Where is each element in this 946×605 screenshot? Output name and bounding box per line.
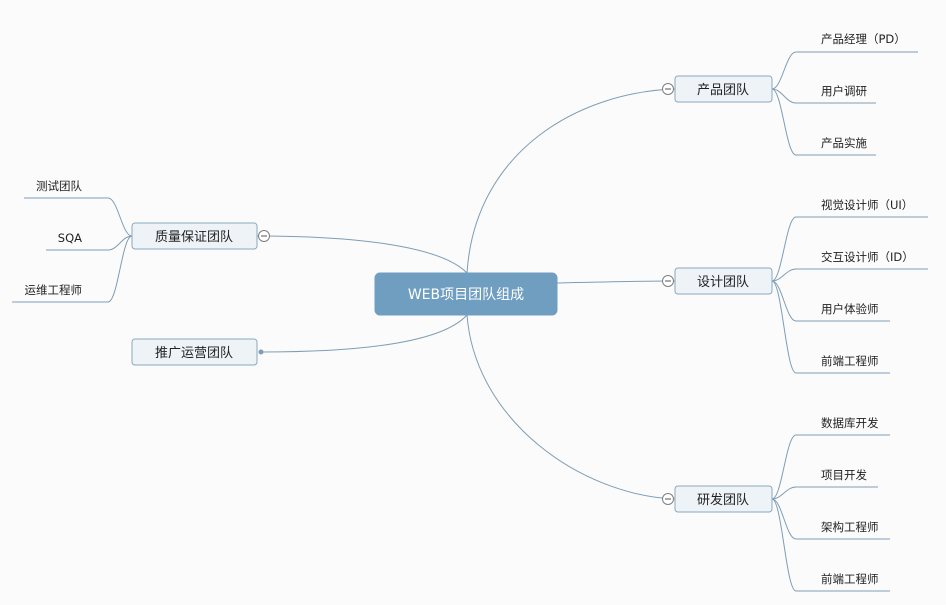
- connector-central-to-design: [556, 280, 676, 284]
- branch-qa-label: 质量保证团队: [155, 230, 233, 245]
- branch-product-label: 产品团队: [697, 83, 749, 98]
- leaf-connector: [771, 88, 876, 104]
- branch-ops-label: 推广运营团队: [155, 346, 233, 361]
- collapse-toggle-design[interactable]: [662, 275, 674, 287]
- branch-dev-label: 研发团队: [697, 492, 749, 508]
- branch-design-label: 设计团队: [697, 275, 749, 290]
- branch-product[interactable]: 产品团队: [674, 75, 773, 103]
- dev-leaf-connectors: [771, 434, 890, 592]
- connector-central-to-ops: [260, 314, 468, 353]
- leaf-product-manager[interactable]: 产品经理（PD）: [821, 32, 906, 46]
- leaf-connector: [771, 498, 890, 540]
- leaf-connector: [771, 434, 890, 500]
- design-leaf-connectors: [771, 216, 928, 374]
- collapse-toggle-qa[interactable]: [258, 230, 270, 242]
- leaf-visual-designer[interactable]: 视觉设计师（UI）: [821, 198, 913, 212]
- central-topic[interactable]: WEB项目团队组成: [374, 272, 558, 316]
- leaf-frontend-engineer[interactable]: 前端工程师: [821, 572, 879, 586]
- branch-product-box: [674, 75, 773, 103]
- leaf-product-implementation[interactable]: 产品实施: [821, 136, 867, 150]
- leaf-sqa[interactable]: SQA: [58, 231, 82, 245]
- qa-leaf-connectors: [12, 197, 133, 303]
- leaf-connector: [771, 280, 890, 322]
- central-topic-label: WEB项目团队组成: [408, 287, 524, 303]
- collapse-toggle-dev[interactable]: [662, 493, 674, 505]
- leaf-connector: [771, 216, 928, 282]
- product-leaves: 产品经理（PD） 用户调研 产品实施: [821, 32, 906, 150]
- branch-design-box: [674, 267, 773, 295]
- connector-central-to-dev: [466, 314, 676, 500]
- leaf-connector: [24, 197, 133, 237]
- design-leaves: 视觉设计师（UI） 交互设计师（ID） 用户体验师 前端工程师: [821, 198, 914, 368]
- leaf-ops-engineer[interactable]: 运维工程师: [25, 283, 83, 297]
- leaf-connector: [771, 280, 890, 374]
- branch-design[interactable]: 设计团队: [674, 267, 773, 295]
- leaf-connector: [771, 498, 890, 592]
- collapse-toggle-product[interactable]: [662, 83, 674, 95]
- branch-dev[interactable]: 研发团队: [674, 485, 773, 513]
- connector-central-to-product: [466, 88, 676, 274]
- central-topic-box: [374, 272, 558, 316]
- leaf-frontend-engineer[interactable]: 前端工程师: [821, 354, 879, 368]
- leaf-user-research[interactable]: 用户调研: [821, 84, 867, 98]
- branch-qa-box: [131, 222, 258, 250]
- leaf-connector: [771, 486, 878, 500]
- leaf-connector: [12, 235, 133, 303]
- leaf-architect[interactable]: 架构工程师: [821, 520, 879, 534]
- branch-ops-box: [131, 338, 258, 366]
- branch-qa[interactable]: 质量保证团队: [131, 222, 258, 250]
- branch-ops[interactable]: 推广运营团队: [131, 338, 258, 366]
- dev-leaves: 数据库开发 项目开发 架构工程师 前端工程师: [821, 416, 879, 586]
- leaf-connector: [771, 51, 918, 90]
- product-leaf-connectors: [771, 51, 918, 156]
- expand-dot-icon[interactable]: [258, 349, 264, 355]
- leaf-database-dev[interactable]: 数据库开发: [821, 416, 879, 430]
- qa-leaves: 测试团队 SQA 运维工程师: [25, 179, 83, 297]
- leaf-connector: [46, 235, 133, 251]
- leaf-ux-designer[interactable]: 用户体验师: [821, 302, 879, 316]
- leaf-interaction-designer[interactable]: 交互设计师（ID）: [821, 250, 914, 264]
- leaf-connector: [771, 88, 876, 156]
- branch-dev-box: [674, 485, 773, 513]
- leaf-test-team[interactable]: 测试团队: [36, 179, 82, 193]
- leaf-project-dev[interactable]: 项目开发: [821, 468, 867, 482]
- leaf-connector: [771, 268, 928, 282]
- main-connectors: [256, 88, 676, 500]
- connector-central-to-qa: [256, 235, 468, 274]
